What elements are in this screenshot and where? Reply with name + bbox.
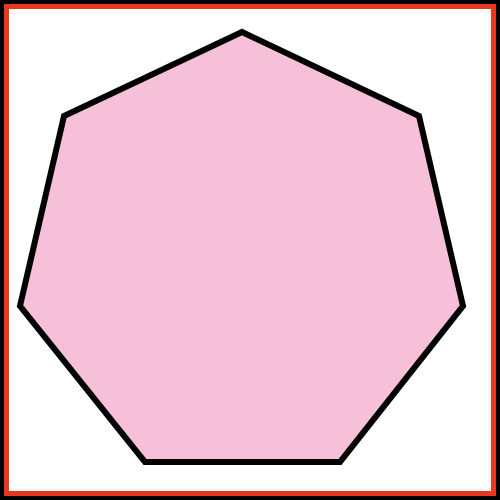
heptagon-shape — [16, 28, 467, 465]
